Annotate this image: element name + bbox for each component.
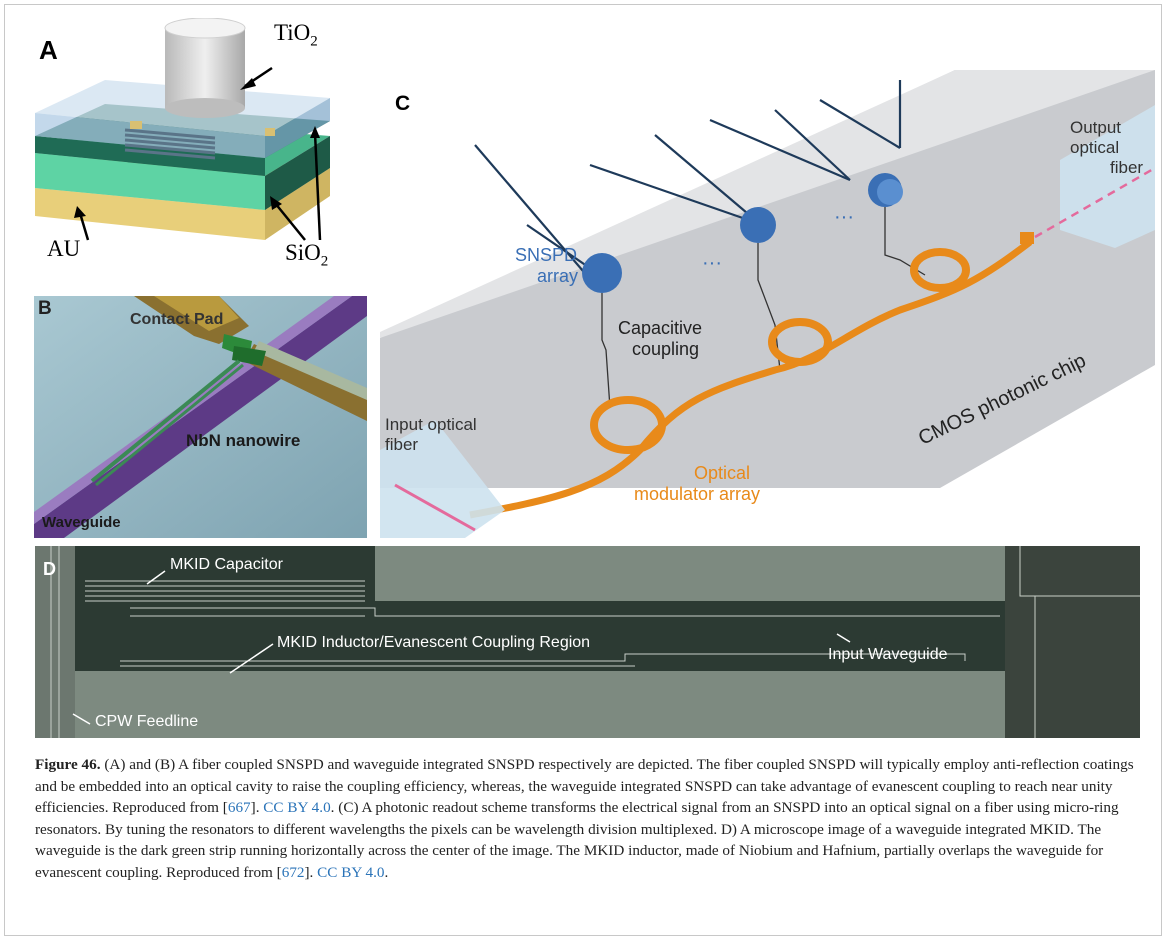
panel-d: D MKID Capacitor MKID Inductor/Evanescen…: [35, 546, 1140, 738]
snspd-pixels: [582, 173, 903, 293]
panel-c-label: C: [395, 92, 411, 115]
capacitive-line2: coupling: [632, 339, 700, 359]
panel-b-label: B: [38, 298, 52, 319]
input-waveguide-label: Input Waveguide: [828, 646, 948, 663]
panel-d-label: D: [43, 559, 56, 579]
ref-link-667[interactable]: 667: [227, 799, 251, 817]
cpw-feedline-label: CPW Feedline: [95, 713, 199, 730]
mkid-capacitor-label: MKID Capacitor: [170, 556, 283, 573]
input-fiber-line2: fiber: [385, 435, 419, 454]
snspd-line2: array: [537, 266, 579, 286]
dots-1: ···: [702, 252, 722, 274]
mkid-inductor-label: MKID Inductor/Evanescent Coupling Region: [277, 634, 591, 651]
license-link-1[interactable]: CC BY 4.0: [263, 799, 331, 817]
dots-2: ···: [834, 206, 854, 228]
panel-b-illustration: [34, 296, 367, 538]
sio2-text: SiO: [285, 240, 321, 265]
panel-a-label: A: [39, 35, 58, 65]
sio2-subscript: 2: [320, 253, 329, 270]
license-link-2[interactable]: CC BY 4.0: [317, 863, 385, 881]
caption-part3: . (C) A photonic readout scheme transfor…: [35, 799, 1119, 881]
snspd-line1: SNSPD: [515, 245, 578, 265]
contact-pad-label: Contact Pad: [130, 311, 224, 328]
ref-link-672[interactable]: 672: [281, 863, 305, 881]
figure-caption: Figure 46. (A) and (B) A fiber coupled S…: [35, 754, 1140, 884]
caption-part1: (A) and (B) A fiber coupled SNSPD and wa…: [35, 756, 1134, 817]
tio2-text: TiO: [274, 20, 311, 45]
output-fiber-line2: fiber: [1110, 158, 1144, 177]
waveguide-label: Waveguide: [42, 514, 121, 531]
panel-a-illustration: [35, 18, 330, 241]
tio2-label: TiO2: [274, 20, 318, 51]
input-fiber-line1: Input optical: [385, 415, 477, 434]
nanowire-label: NbN nanowire: [186, 431, 301, 450]
tio2-subscript: 2: [310, 33, 318, 50]
panel-b: B Contact Pad NbN nanowire Waveguide: [34, 296, 367, 538]
au-label: AU: [47, 236, 81, 261]
panel-d-illustration: [35, 546, 1140, 738]
modulator-line1: Optical: [694, 463, 751, 483]
capacitive-line1: Capacitive: [618, 318, 703, 338]
caption-part4: ].: [304, 863, 318, 881]
panel-a: A TiO2 AU SiO2: [30, 18, 370, 288]
caption-part2: ].: [250, 799, 264, 817]
sio2-label: SiO2: [285, 240, 328, 271]
caption-part5: .: [384, 863, 389, 881]
modulator-line2: modulator array: [634, 484, 761, 504]
figure-number: Figure 46.: [35, 756, 101, 773]
panel-c-illustration: [380, 70, 1155, 538]
output-fiber-line1: Output optical: [1070, 118, 1122, 157]
